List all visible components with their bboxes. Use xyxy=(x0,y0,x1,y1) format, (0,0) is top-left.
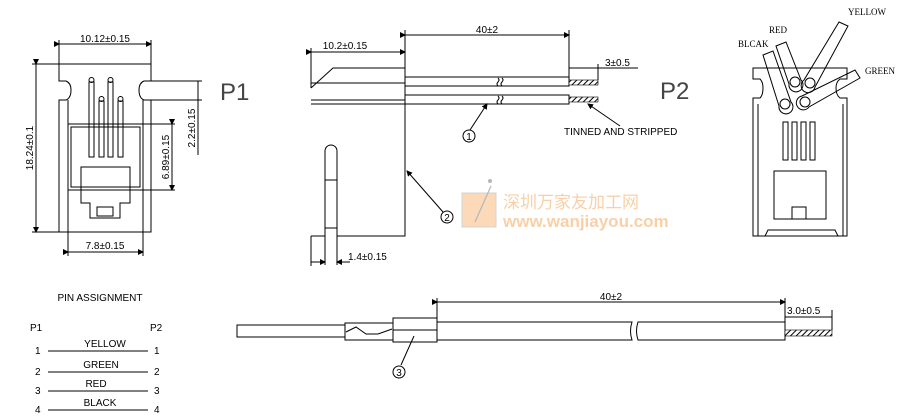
svg-text:BLACK: BLACK xyxy=(84,398,117,409)
svg-text:1: 1 xyxy=(466,132,472,143)
dim-width: 10.12±0.15 xyxy=(80,34,130,45)
stripped-end-bottom xyxy=(784,329,833,337)
cable-right-b xyxy=(636,321,786,341)
callout-3 xyxy=(392,365,406,379)
svg-text:2: 2 xyxy=(154,367,160,378)
cable-left xyxy=(236,324,346,338)
watermark-url: www.wanjiayou.com xyxy=(502,212,669,231)
pin-row: 4 BLACK 4 xyxy=(35,398,160,416)
tinned-note: TINNED AND STRIPPED xyxy=(564,127,677,138)
dim-cable: 40±2 xyxy=(476,25,499,36)
svg-text:2: 2 xyxy=(444,213,450,224)
svg-text:1: 1 xyxy=(35,346,41,357)
watermark: 深圳万家友加工网 www.wanjiayou.com xyxy=(461,179,669,231)
stripped-end xyxy=(568,79,599,86)
contact-pins xyxy=(88,77,124,158)
contact-window xyxy=(67,123,144,191)
dim-height: 18.24±0.1 xyxy=(25,125,36,170)
wire-label-black: BLCAK xyxy=(738,39,769,49)
wire-1 xyxy=(404,76,570,87)
svg-text:4: 4 xyxy=(154,405,160,416)
plug-latch xyxy=(80,166,131,219)
svg-text:GREEN: GREEN xyxy=(83,360,119,371)
dim-notch: 2.2±0.15 xyxy=(187,108,198,147)
dim-body: 10.2±0.15 xyxy=(323,41,368,52)
wire-label-red: RED xyxy=(769,25,788,35)
watermark-cn: 深圳万家友加工网 xyxy=(503,193,639,212)
latch-side xyxy=(324,144,338,265)
wire-label-green: GREEN xyxy=(865,66,895,76)
p2-label: P2 xyxy=(660,78,689,105)
wire-2 xyxy=(404,94,570,105)
pin-assignment-table: PIN ASSIGNMENT P1 P2 1 YELLOW 1 2 GREEN2 … xyxy=(30,293,163,416)
dim-strip: 3±0.5 xyxy=(605,58,630,69)
pin-title: PIN ASSIGNMENT xyxy=(57,293,142,304)
svg-text:4: 4 xyxy=(35,405,41,416)
dim-strip-bottom: 3.0±0.5 xyxy=(787,306,821,317)
callout-2 xyxy=(440,210,454,224)
dim-bottom: 7.8±0.15 xyxy=(86,241,125,252)
dim-cable-bottom: 40±2 xyxy=(600,292,623,303)
svg-text:1: 1 xyxy=(154,346,160,357)
pin-header-p2: P2 xyxy=(150,323,163,334)
watermark-logo xyxy=(461,192,497,228)
side-view: 10.2±0.15 40±2 3±0.5 TINNED AND STRIPPED… xyxy=(306,25,689,266)
pin-header-p1: P1 xyxy=(30,323,43,334)
dim-latch: 1.4±0.15 xyxy=(348,252,387,263)
wires xyxy=(762,21,861,115)
wired-view: BLCAK RED YELLOW GREEN xyxy=(738,7,895,237)
cable-right-a xyxy=(437,321,633,341)
front-view: 10.12±0.15 18.24±0.1 2.2±0.15 6.89±0.15 … xyxy=(25,34,249,256)
contact-bars xyxy=(782,121,816,161)
pin-row: 3 RED 3 xyxy=(35,379,160,397)
callout-1 xyxy=(462,129,476,143)
p1-label: P1 xyxy=(220,79,249,106)
cable-assembly-view: 40±2 3.0±0.5 3 xyxy=(236,292,833,379)
plug-outline xyxy=(58,63,152,233)
pin-row: 2 GREEN 2 xyxy=(35,360,160,378)
dim-window: 6.89±0.15 xyxy=(161,134,172,179)
svg-text:3: 3 xyxy=(154,386,160,397)
svg-text:2: 2 xyxy=(35,367,41,378)
svg-text:3: 3 xyxy=(396,368,402,379)
pin-row: 1 YELLOW 1 xyxy=(35,339,160,357)
svg-text:3: 3 xyxy=(35,386,41,397)
svg-text:RED: RED xyxy=(85,379,106,390)
wire-label-yellow: YELLOW xyxy=(848,7,886,17)
svg-text:YELLOW: YELLOW xyxy=(84,339,126,350)
